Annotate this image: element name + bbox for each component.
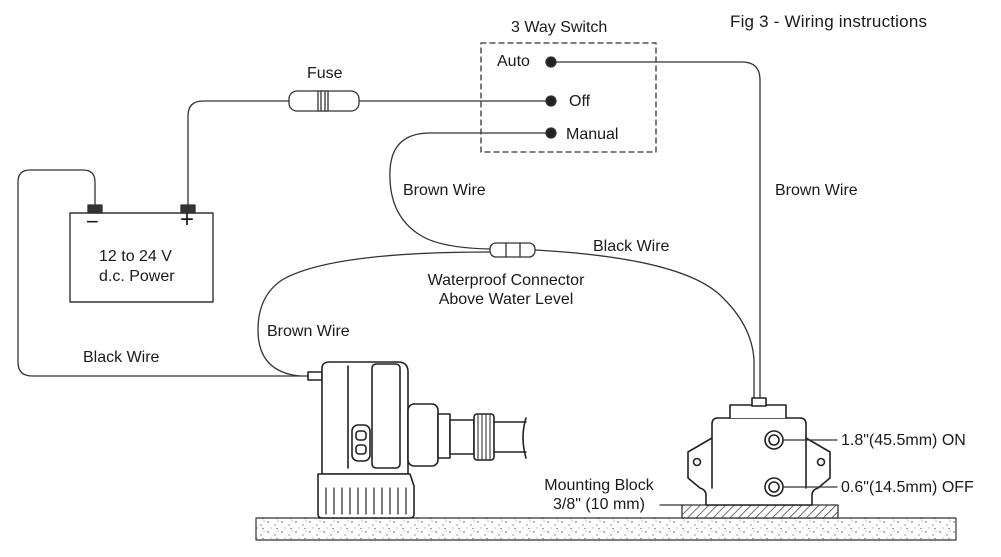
float-off-level: 0.6"(14.5mm) OFF	[841, 479, 974, 496]
switch-terminal-auto	[545, 56, 557, 68]
figure-caption: Fig 3 - Wiring instructions	[730, 12, 928, 31]
switch-label-manual: Manual	[566, 126, 619, 143]
switch-label-auto: Auto	[497, 53, 530, 70]
wire-positive-to-fuse	[187, 100, 290, 206]
float-switch	[687, 397, 831, 506]
wire-connector-to-pump	[257, 251, 491, 377]
switch-title: 3 Way Switch	[511, 19, 608, 36]
wire-connector-to-float	[534, 249, 755, 401]
pump	[307, 361, 527, 519]
wire-label-black-battery: Black Wire	[83, 349, 160, 366]
wire-label-brown-auto: Brown Wire	[775, 182, 858, 199]
fuse	[288, 90, 360, 112]
waterproof-connector	[489, 242, 536, 258]
wire-label-black-sensor: Black Wire	[593, 238, 670, 255]
wire-label-brown-pump: Brown Wire	[267, 323, 350, 340]
wire-manual-to-connector	[389, 132, 552, 250]
mounting-block-label-line2: 3/8" (10 mm)	[553, 496, 645, 513]
fuse-label: Fuse	[307, 65, 343, 82]
switch-label-off: Off	[569, 93, 591, 110]
mounting-block	[681, 504, 839, 519]
connector-label-line1: Waterproof Connector	[427, 272, 585, 289]
wire-auto-to-float	[550, 61, 761, 401]
mounting-block-label-line1: Mounting Block	[544, 477, 654, 494]
floor	[255, 517, 957, 541]
battery-positive-symbol: +	[180, 206, 195, 233]
switch-terminal-off	[545, 95, 557, 107]
float-on-level: 1.8"(45.5mm) ON	[841, 432, 966, 449]
battery-box	[69, 212, 214, 303]
wire-negative-to-pump	[17, 169, 309, 377]
battery-voltage: 12 to 24 V	[99, 248, 172, 265]
switch-box	[480, 42, 657, 153]
connector-label-line2: Above Water Level	[438, 291, 574, 308]
battery-negative-symbol: −	[86, 209, 99, 234]
battery-type: d.c. Power	[99, 268, 175, 285]
wire-label-brown-manual: Brown Wire	[403, 182, 486, 199]
switch-terminal-manual	[545, 127, 557, 139]
